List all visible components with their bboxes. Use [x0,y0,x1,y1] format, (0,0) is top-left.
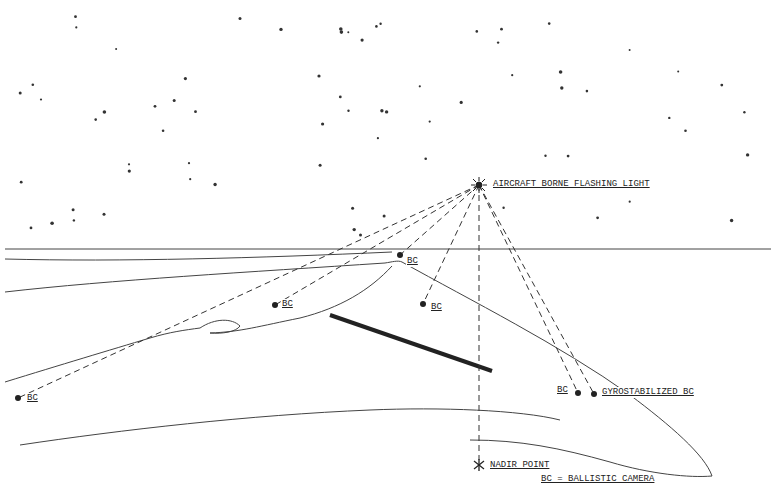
camera-label: BC [281,299,294,310]
stars [19,15,750,236]
light-label: AIRCRAFT BORNE FLASHING LIGHT [492,179,651,190]
camera-label: BC [430,302,443,313]
horizon [5,249,771,250]
camera-label: BC [26,393,39,404]
camera-label: BC [556,385,569,396]
baseline-bar [330,315,492,371]
coastline [5,252,712,476]
legend-note: BC = BALLISTIC CAMERA [540,474,655,485]
camera-label: BC [406,256,419,267]
sight-lines [18,185,594,460]
nadir-label: NADIR POINT [489,460,550,471]
camera-dots [15,252,597,401]
nadir-mark [474,459,484,471]
camera-label: GYROSTABILIZED BC [601,387,695,398]
flashing-light [471,177,487,193]
